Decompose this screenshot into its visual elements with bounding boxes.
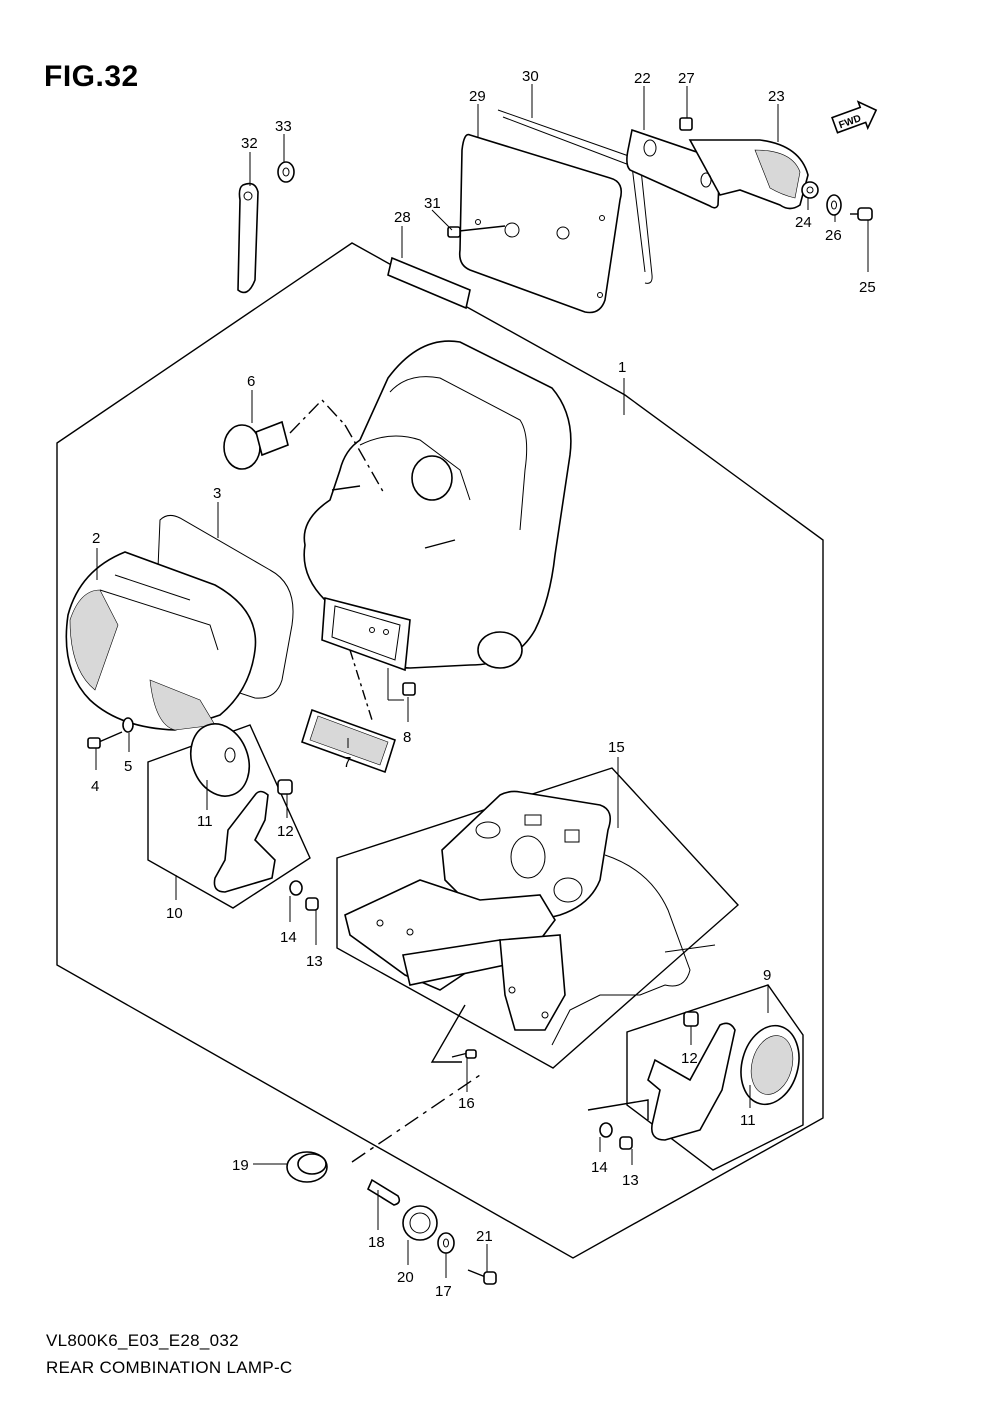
callout-9: 9 bbox=[763, 967, 771, 984]
lens[interactable] bbox=[65, 551, 257, 731]
callout-5: 5 bbox=[124, 758, 132, 775]
callout-22: 22 bbox=[634, 70, 651, 87]
washer[interactable] bbox=[122, 717, 134, 733]
reflector-disc[interactable] bbox=[181, 716, 259, 805]
pin[interactable] bbox=[366, 1178, 401, 1206]
callout-1: 1 bbox=[618, 359, 626, 376]
bolt[interactable] bbox=[305, 897, 319, 911]
callout-24: 24 bbox=[795, 214, 812, 231]
callout-10: 10 bbox=[166, 905, 183, 922]
callout-8: 8 bbox=[403, 729, 411, 746]
washer[interactable] bbox=[277, 161, 295, 183]
nut[interactable] bbox=[277, 779, 293, 795]
model-code: VL800K6_E03_E28_032 bbox=[46, 1331, 239, 1350]
figure-caption: REAR COMBINATION LAMP-C bbox=[46, 1358, 293, 1377]
grommet[interactable] bbox=[286, 1151, 328, 1183]
figure-title: FIG.32 bbox=[44, 60, 139, 93]
callout-25: 25 bbox=[859, 279, 876, 296]
bracket[interactable] bbox=[647, 1022, 736, 1141]
bolt[interactable] bbox=[619, 1136, 633, 1150]
callout-labels: 1 2 3 4 5 6 7 8 9 10 11 11 12 bbox=[91, 68, 876, 1300]
callout-28: 28 bbox=[394, 209, 411, 226]
callout-18: 18 bbox=[368, 1234, 385, 1251]
callout-4: 4 bbox=[91, 778, 99, 795]
base-plate-group-boundary bbox=[336, 767, 739, 1069]
bracket[interactable] bbox=[213, 790, 276, 893]
screw[interactable] bbox=[451, 1049, 477, 1059]
callout-16: 16 bbox=[458, 1095, 475, 1112]
license-lamp[interactable] bbox=[626, 128, 809, 210]
callout-32: 32 bbox=[241, 135, 258, 152]
callout-2: 2 bbox=[92, 530, 100, 547]
nut[interactable] bbox=[683, 1011, 699, 1027]
base-plate[interactable] bbox=[344, 790, 716, 1046]
callout-17: 17 bbox=[435, 1283, 452, 1300]
callout-11-left: 11 bbox=[197, 813, 213, 830]
callout-23: 23 bbox=[768, 88, 785, 105]
callout-15: 15 bbox=[608, 739, 625, 756]
callout-29: 29 bbox=[469, 88, 486, 105]
callout-31: 31 bbox=[424, 195, 441, 212]
bolt[interactable] bbox=[679, 117, 693, 131]
bulb[interactable] bbox=[223, 398, 386, 496]
reflector-disc[interactable] bbox=[733, 1019, 808, 1111]
fwd-arrow-icon: FWD bbox=[831, 100, 878, 134]
reflector-strip[interactable] bbox=[387, 256, 471, 310]
callout-21: 21 bbox=[476, 1228, 493, 1245]
callout-12-left: 12 bbox=[277, 823, 294, 840]
screw[interactable] bbox=[87, 731, 123, 749]
washer[interactable] bbox=[826, 194, 842, 216]
washer[interactable] bbox=[599, 1122, 613, 1138]
callout-13-left: 13 bbox=[306, 953, 323, 970]
callout-11-right: 11 bbox=[740, 1112, 756, 1129]
license-plate-bracket[interactable] bbox=[458, 109, 653, 314]
callout-20: 20 bbox=[397, 1269, 414, 1286]
callout-14-right: 14 bbox=[591, 1159, 608, 1176]
washer[interactable] bbox=[289, 880, 303, 896]
callout-3: 3 bbox=[213, 485, 221, 502]
holder-strap[interactable] bbox=[237, 182, 259, 294]
grommet[interactable] bbox=[402, 1205, 438, 1241]
callout-12-right: 12 bbox=[681, 1050, 698, 1067]
callout-14-left: 14 bbox=[280, 929, 297, 946]
washer[interactable] bbox=[437, 1232, 455, 1254]
nut[interactable] bbox=[402, 682, 416, 696]
callout-19: 19 bbox=[232, 1157, 249, 1174]
bolt[interactable] bbox=[467, 1269, 497, 1285]
callout-33: 33 bbox=[275, 118, 292, 135]
callout-30: 30 bbox=[522, 68, 539, 85]
callout-6: 6 bbox=[247, 373, 255, 390]
nut[interactable] bbox=[801, 181, 819, 199]
lamp-housing[interactable] bbox=[303, 340, 572, 672]
callout-7: 7 bbox=[343, 754, 351, 771]
bolt[interactable] bbox=[850, 207, 873, 221]
callout-27: 27 bbox=[678, 70, 695, 87]
callout-13-right: 13 bbox=[622, 1172, 639, 1189]
callout-26: 26 bbox=[825, 227, 842, 244]
